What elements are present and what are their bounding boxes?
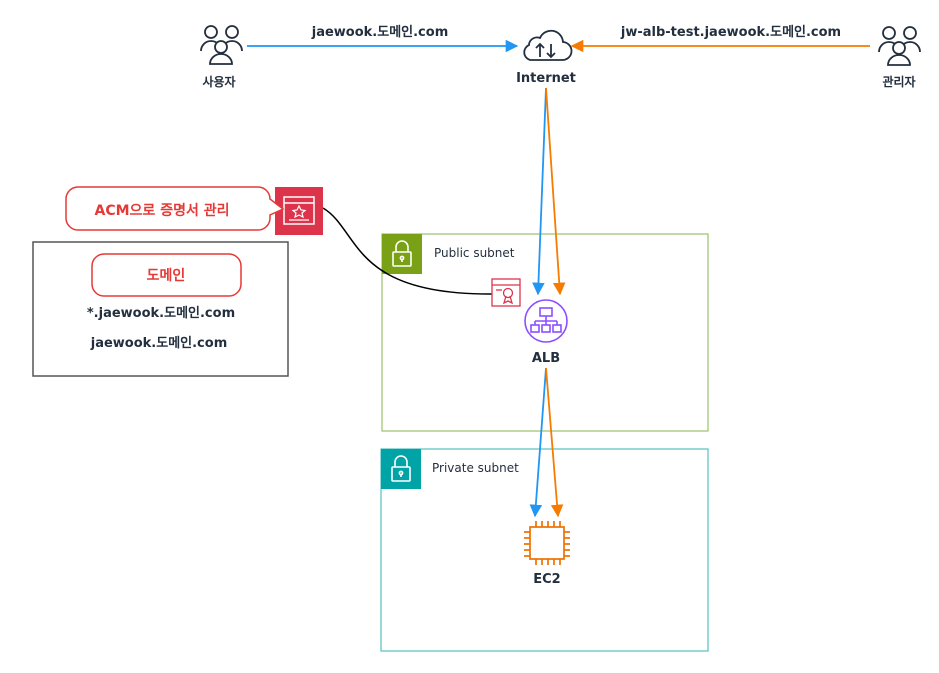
acm-callout: ACM으로 증명서 관리 bbox=[65, 186, 285, 231]
internet-to-alb-admin-edge bbox=[545, 87, 566, 296]
certificate-icon bbox=[491, 278, 521, 307]
acm-to-certificate-edge bbox=[322, 207, 493, 295]
internet-to-alb-user-edge bbox=[532, 87, 547, 296]
lock-icon bbox=[392, 240, 412, 267]
alb-to-ec2-admin-edge bbox=[545, 367, 564, 518]
internet-cloud-icon bbox=[523, 29, 573, 61]
admin-label: 관리자 bbox=[882, 74, 915, 89]
public-subnet: Public subnet bbox=[381, 233, 709, 432]
domain-box: 도메인 *.jaewook.도메인.com jaewook.도메인.com bbox=[32, 241, 289, 377]
admin-domain-label: jw-alb-test.jaewook.도메인.com bbox=[620, 24, 841, 40]
alb-label: ALB bbox=[532, 351, 560, 366]
ec2-instance-icon bbox=[524, 521, 570, 565]
private-subnet: Private subnet bbox=[380, 448, 709, 652]
internet-label: Internet bbox=[516, 71, 576, 86]
private-subnet-label: Private subnet bbox=[432, 461, 519, 475]
acm-certificate-manager-icon bbox=[275, 187, 323, 235]
users-icon bbox=[200, 25, 243, 65]
lock-icon bbox=[391, 455, 411, 482]
public-subnet-label: Public subnet bbox=[434, 246, 515, 260]
domain-entry-apex: jaewook.도메인.com bbox=[90, 335, 228, 351]
alb-load-balancer-icon bbox=[524, 299, 568, 343]
domain-entry-wildcard: *.jaewook.도메인.com bbox=[87, 305, 235, 321]
user-domain-label: jaewook.도메인.com bbox=[311, 24, 449, 40]
user-label: 사용자 bbox=[202, 74, 235, 89]
domain-title: 도메인 bbox=[147, 267, 186, 284]
alb-to-ec2-user-edge bbox=[529, 367, 547, 518]
acm-callout-text: ACM으로 증명서 관리 bbox=[95, 202, 230, 219]
admins-icon bbox=[878, 26, 921, 66]
ec2-label: EC2 bbox=[533, 572, 560, 587]
